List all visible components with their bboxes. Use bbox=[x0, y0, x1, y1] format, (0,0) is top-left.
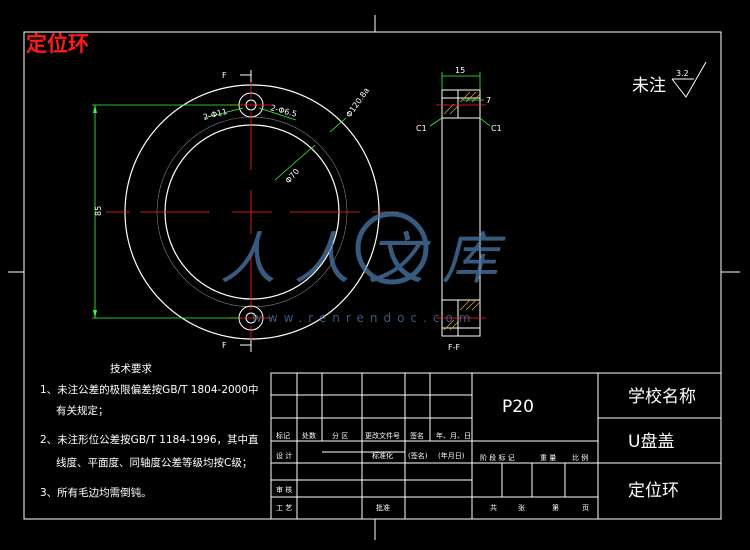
sheet-unit-1: 张 bbox=[518, 503, 525, 512]
part-number: P20 bbox=[502, 397, 534, 417]
hatch-top bbox=[443, 91, 481, 115]
watermark-url: www.renrendoc.com bbox=[252, 311, 476, 325]
dim-hole-small: 2-Φ11 bbox=[202, 107, 228, 122]
row-review: 审 核 bbox=[276, 485, 292, 494]
title-block bbox=[270, 372, 722, 520]
watermark-text: 人人文库 bbox=[220, 227, 516, 292]
dim-hole-counterbore: 2-Φ6.5 bbox=[269, 103, 297, 119]
row-signature: (签名) bbox=[408, 451, 428, 460]
dim-width bbox=[441, 72, 481, 90]
roughness-symbol-icon bbox=[671, 61, 707, 98]
roughness-value: 3.2 bbox=[676, 69, 689, 78]
tech-req-line-4: 线度、平面度、同轴度公差等级均按C级； bbox=[56, 456, 252, 469]
center-lines bbox=[106, 80, 398, 342]
stage-scale: 比 例 bbox=[572, 453, 588, 462]
technical-requirements: 技术要求 1、未注公差的极限偏差按GB/T 1804-2000中 有关规定； 2… bbox=[40, 362, 259, 499]
title-block-text: P20 学校名称 U盘盖 定位环 标记 处数 分 区 更改文件号 签名 年、月、… bbox=[276, 387, 696, 512]
watermark-logo-icon bbox=[355, 211, 429, 285]
row-approve: 批准 bbox=[376, 503, 390, 512]
dim-width-label: 15 bbox=[455, 66, 465, 75]
watermark: 人人文库 www.renrendoc.com bbox=[220, 211, 516, 325]
row-design: 设 计 bbox=[276, 451, 292, 460]
drawing-title: 定位环 bbox=[26, 32, 89, 56]
section-view-label: F-F bbox=[448, 343, 460, 352]
hatch-bottom bbox=[443, 299, 481, 331]
tech-req-line-2: 有关规定； bbox=[56, 404, 109, 417]
part-name: 定位环 bbox=[628, 481, 679, 501]
col-date: 年、月、日 bbox=[436, 431, 471, 440]
chamfer-right-label: C1 bbox=[491, 124, 502, 133]
sheet-total: 共 bbox=[490, 503, 497, 512]
dim-hole-leaders bbox=[203, 107, 347, 181]
tech-req-line-1: 1、未注公差的极限偏差按GB/T 1804-2000中 bbox=[40, 383, 259, 396]
front-view: F F 85 2-Φ11 2-Φ6.5 Φ120.8a Φ70 bbox=[92, 70, 398, 352]
side-view: 15 7 C1 C1 F-F bbox=[416, 66, 502, 352]
school-name: 学校名称 bbox=[628, 387, 696, 407]
row-process: 工 艺 bbox=[276, 504, 292, 512]
dim-depth-label: 7 bbox=[486, 96, 491, 105]
roughness-note: 未注 3.2 bbox=[632, 61, 707, 98]
col-change-doc: 更改文件号 bbox=[365, 431, 400, 440]
chamfer-left-label: C1 bbox=[416, 124, 427, 133]
row-standardize: 标准化 bbox=[372, 451, 393, 460]
col-signature: 签名 bbox=[410, 431, 424, 440]
section-label-top: F bbox=[222, 71, 227, 80]
tech-req-title: 技术要求 bbox=[110, 362, 152, 375]
assembly-name: U盘盖 bbox=[628, 432, 674, 452]
section-marker-top bbox=[240, 70, 252, 82]
section-marker-bottom bbox=[240, 340, 252, 352]
col-zone: 分 区 bbox=[332, 431, 348, 440]
col-mark: 标记 bbox=[276, 431, 290, 440]
stage-weight: 重 量 bbox=[540, 454, 556, 462]
tech-req-line-5: 3、所有毛边均需倒钝。 bbox=[40, 486, 152, 499]
section-label-bottom: F bbox=[222, 341, 227, 350]
roughness-label: 未注 bbox=[632, 76, 666, 96]
row-date: (年月日) bbox=[438, 451, 465, 460]
col-count: 处数 bbox=[302, 431, 316, 440]
sheet-unit-2: 页 bbox=[582, 504, 589, 512]
dim-center-distance-label: 85 bbox=[94, 206, 103, 216]
dim-outer-diameter: Φ120.8a bbox=[344, 86, 371, 119]
dim-center-distance bbox=[92, 104, 240, 319]
sheet-no: 第 bbox=[552, 503, 559, 512]
stage-mark: 阶 段 标 记 bbox=[480, 453, 515, 462]
tech-req-line-3: 2、未注形位公差按GB/T 1184-1996，其中直 bbox=[40, 433, 259, 446]
